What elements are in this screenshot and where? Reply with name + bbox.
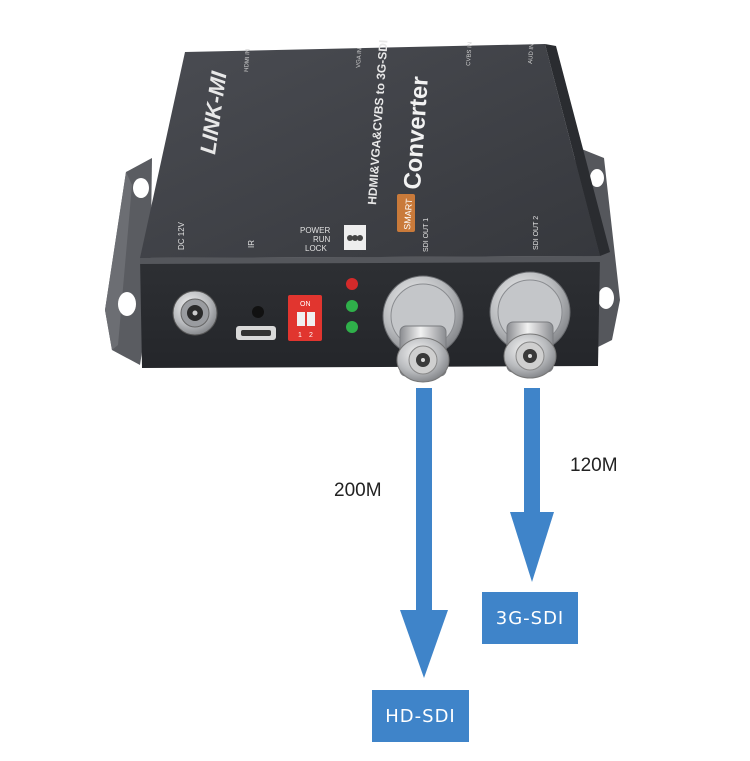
dip-switch: ON 1 2 (288, 295, 322, 341)
bnc-connector-2 (489, 271, 571, 379)
label-sdi-out-2: SDI OUT 2 (533, 216, 540, 250)
label-run: RUN (313, 235, 331, 244)
ir-sensor (252, 306, 264, 318)
dip-1-label: 1 (298, 332, 302, 339)
led-lock (346, 321, 358, 333)
converter-device: LINK-MI HDMI&VGA&CVBS to 3G-SDI Converte… (105, 39, 620, 383)
output-format-badge-2: 3G-SDI (482, 592, 578, 644)
label-lock: LOCK (305, 244, 327, 253)
label-sdi-out-1: SDI OUT 1 (423, 218, 430, 252)
distance-label-1: 200M (334, 480, 382, 501)
micro-usb-port (236, 326, 276, 340)
dip-2-label: 2 (309, 332, 313, 339)
top-label-hdmi: HDMI IN (244, 49, 252, 72)
signal-arrow-1-icon (400, 388, 448, 678)
dc-power-jack (172, 290, 218, 336)
label-dc-12v: DC 12V (177, 221, 186, 250)
top-label-aud: AUD IN (528, 43, 535, 64)
top-label-vga: VGA IN (356, 48, 363, 68)
led-run (346, 300, 358, 312)
output-format-badge-1: HD-SDI (372, 690, 469, 742)
dip-on-label: ON (300, 301, 311, 308)
signal-arrow-2-icon (510, 388, 554, 582)
led-power (346, 278, 358, 290)
device-top-panel (140, 44, 600, 258)
status-leds (346, 278, 358, 333)
label-ir: IR (247, 240, 256, 248)
bnc-connector-1 (382, 275, 464, 383)
smart-tag: SMART (402, 198, 414, 230)
distance-label-2: 120M (570, 455, 618, 476)
mounting-ear-left (105, 158, 152, 365)
label-power: POWER (300, 226, 330, 235)
top-label-cvbs: CVBS IN (466, 42, 474, 66)
smart-tag-bg (397, 194, 415, 232)
